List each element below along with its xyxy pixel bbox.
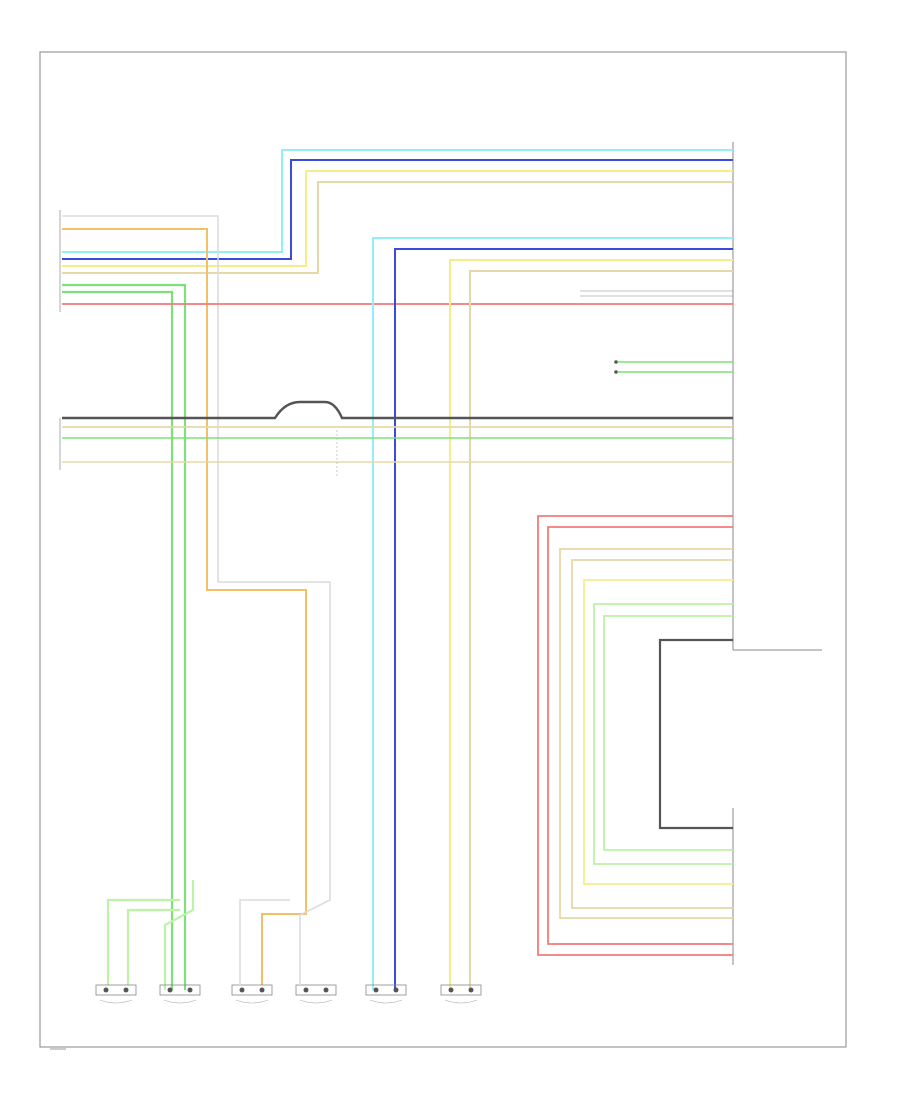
right-front-green-wires <box>62 283 195 990</box>
speaker-bodies <box>99 999 478 1004</box>
radio-connector <box>732 142 822 651</box>
diagram-frame <box>39 51 847 1048</box>
radio-label-block <box>580 290 733 297</box>
right-front-tweeter-connector <box>95 984 137 996</box>
left-rear-speaker-connector <box>440 984 482 996</box>
rear-speaker-wires <box>372 237 733 990</box>
data-bus-wires <box>62 400 733 478</box>
front-speaker-wires <box>62 149 733 880</box>
left-door-wires <box>62 228 307 985</box>
right-rear-speaker-connector <box>365 984 407 996</box>
left-front-speaker-connector <box>295 984 337 996</box>
white-wires-left <box>239 880 331 985</box>
speaker-connectors <box>95 984 482 996</box>
radio-green-signals <box>614 360 733 374</box>
right-front-speaker-connector <box>159 984 201 996</box>
amplifier-harness <box>537 515 733 956</box>
left-front-tweeter-connector <box>231 984 273 996</box>
